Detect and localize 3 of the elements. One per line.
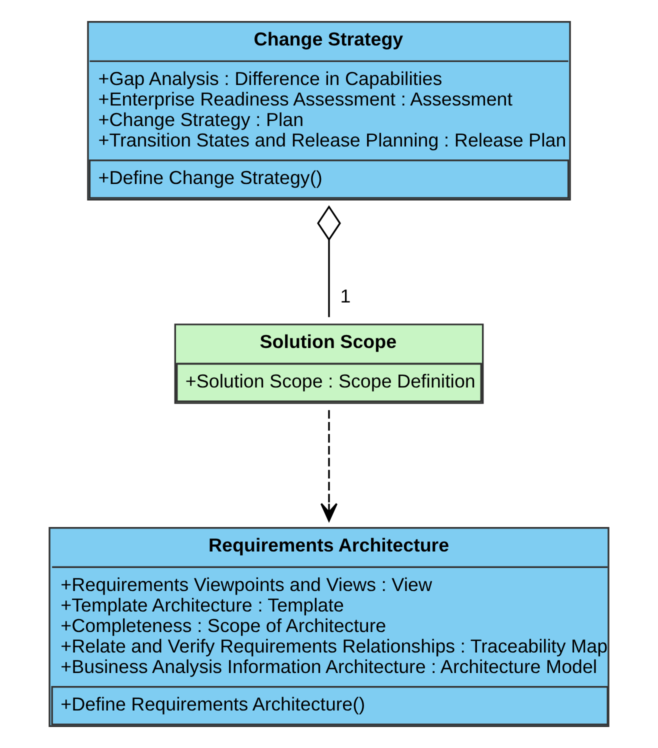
arrow xyxy=(320,410,338,522)
connector xyxy=(317,205,341,318)
edge-label: 1 xyxy=(340,285,351,306)
